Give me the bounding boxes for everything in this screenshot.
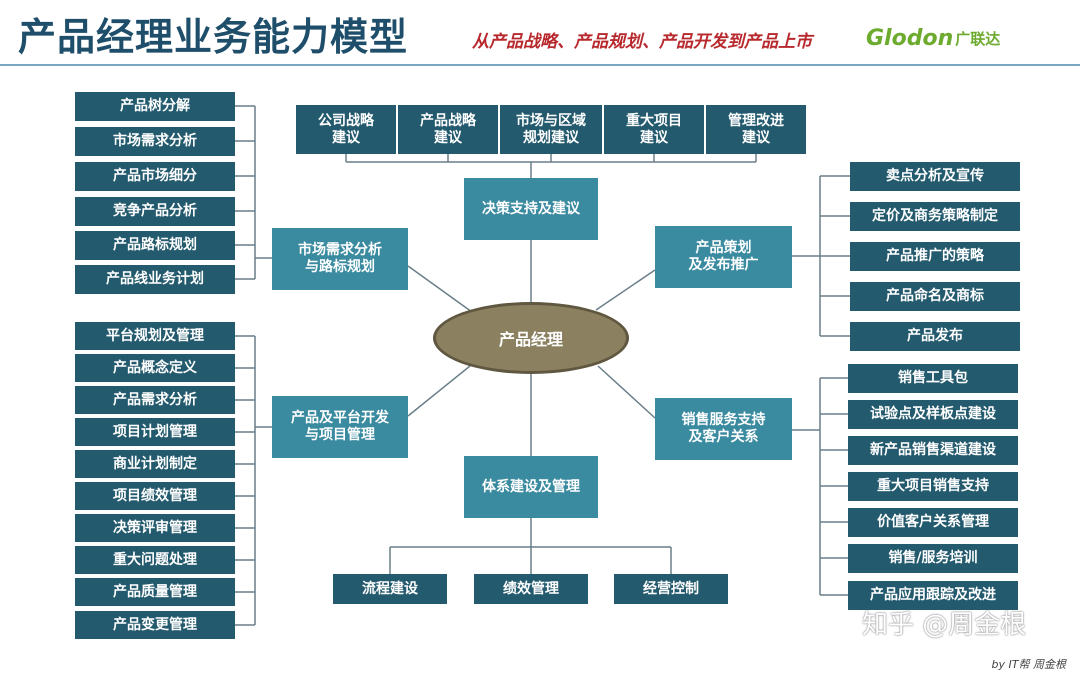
left-bottom-item: 项目计划管理 <box>75 418 235 446</box>
bottom-item-operation-control: 经营控制 <box>614 574 728 604</box>
right-bottom-item: 销售/服务培训 <box>848 544 1018 573</box>
right-top-item: 定价及商务策略制定 <box>850 202 1020 231</box>
left-bottom-item: 决策评审管理 <box>75 514 235 542</box>
header-divider <box>0 64 1080 66</box>
logo-latin-text: Glodon <box>866 26 954 51</box>
left-bottom-item: 平台规划及管理 <box>75 322 235 350</box>
left-bottom-item: 产品概念定义 <box>75 354 235 382</box>
author-byline: by IT帮 周金根 <box>991 658 1066 671</box>
right-bottom-item: 重大项目销售支持 <box>848 472 1018 501</box>
top-item-market-region: 市场与区域 规划建议 <box>500 105 602 154</box>
left-bottom-item: 商业计划制定 <box>75 450 235 478</box>
right-bottom-item: 销售工具包 <box>848 364 1018 393</box>
hub-decision-support: 决策支持及建议 <box>464 178 598 240</box>
top-item-major-project: 重大项目 建议 <box>604 105 704 154</box>
page-title: 产品经理业务能力模型 <box>18 15 409 59</box>
left-top-item: 产品树分解 <box>75 92 235 121</box>
zhihu-watermark: 知乎 @周金根 <box>862 610 1027 640</box>
top-item-product-strategy: 产品战略 建议 <box>398 105 498 154</box>
left-top-item: 产品市场细分 <box>75 162 235 191</box>
bottom-item-process: 流程建设 <box>333 574 447 604</box>
page-subtitle: 从产品战略、产品规划、产品开发到产品上市 <box>472 32 812 52</box>
hub-product-planning: 产品策划 及发布推广 <box>655 226 792 288</box>
glodon-logo: Glodon 广联达 <box>866 26 1000 51</box>
hub-product-development: 产品及平台开发 与项目管理 <box>272 396 408 458</box>
connector <box>597 365 656 419</box>
hub-system-building: 体系建设及管理 <box>464 456 598 518</box>
right-bottom-item: 试验点及样板点建设 <box>848 400 1018 429</box>
logo-cn-text: 广联达 <box>955 30 1001 48</box>
left-top-item: 市场需求分析 <box>75 127 235 156</box>
center-product-manager: 产品经理 <box>433 302 629 374</box>
left-bottom-item: 产品变更管理 <box>75 611 235 639</box>
left-bottom-item: 产品质量管理 <box>75 578 235 606</box>
right-bottom-item: 产品应用跟踪及改进 <box>848 581 1018 610</box>
left-top-item: 产品路标规划 <box>75 231 235 260</box>
left-bottom-item: 重大问题处理 <box>75 546 235 574</box>
left-top-item: 产品线业务计划 <box>75 265 235 294</box>
left-bottom-item: 项目绩效管理 <box>75 482 235 510</box>
connector <box>407 265 473 313</box>
hub-sales-support: 销售服务支持 及客户关系 <box>655 398 792 460</box>
connector <box>595 269 656 311</box>
bottom-item-performance: 绩效管理 <box>474 574 588 604</box>
right-top-item: 产品推广的策略 <box>850 242 1020 271</box>
hub-market-analysis: 市场需求分析 与路标规划 <box>272 228 408 290</box>
left-top-item: 竞争产品分析 <box>75 197 235 226</box>
left-bottom-item: 产品需求分析 <box>75 386 235 414</box>
right-bottom-item: 新产品销售渠道建设 <box>848 436 1018 465</box>
connector <box>407 365 471 417</box>
top-item-company-strategy: 公司战略 建议 <box>296 105 396 154</box>
top-item-management-improvement: 管理改进 建议 <box>706 105 806 154</box>
right-bottom-item: 价值客户关系管理 <box>848 508 1018 537</box>
right-top-item: 产品发布 <box>850 322 1020 351</box>
right-top-item: 卖点分析及宣传 <box>850 162 1020 191</box>
right-top-item: 产品命名及商标 <box>850 282 1020 311</box>
